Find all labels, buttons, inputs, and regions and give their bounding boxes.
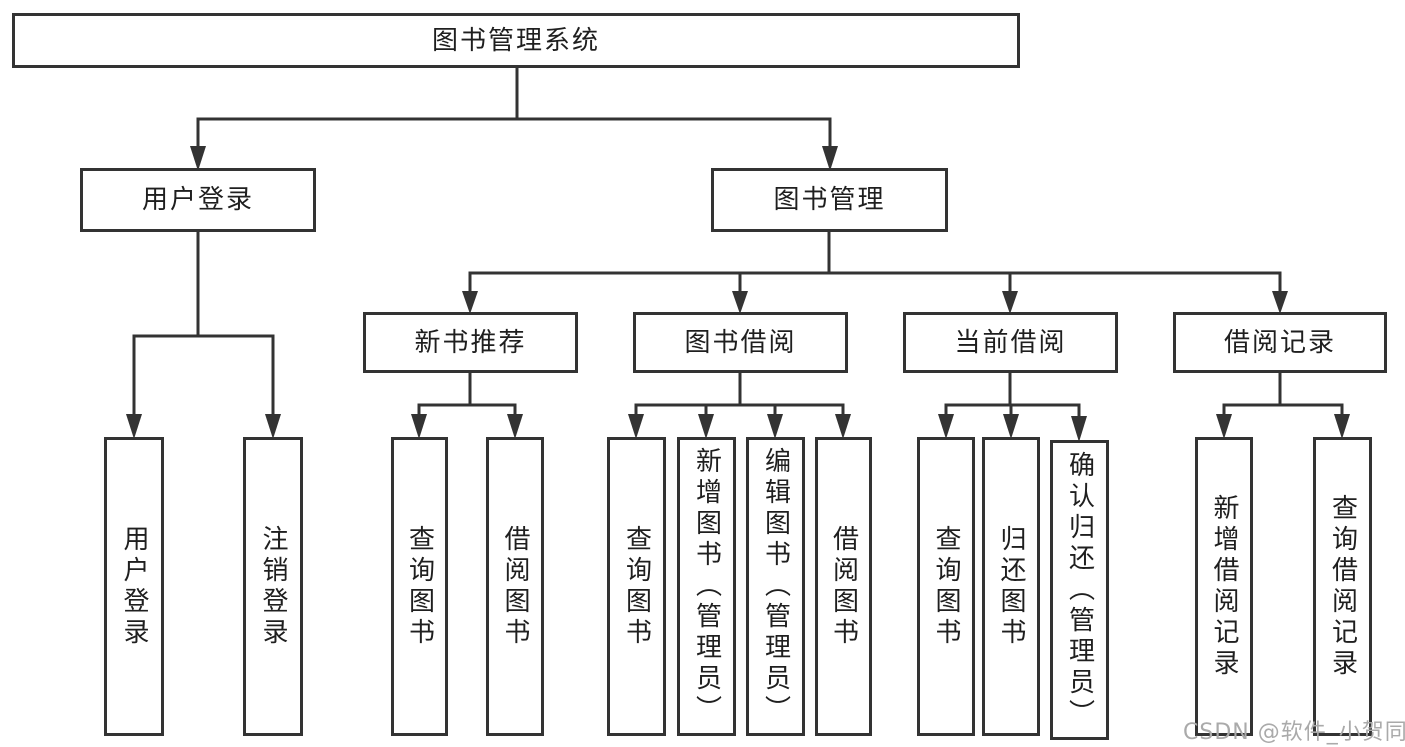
node-label: 新书推荐: [414, 327, 527, 358]
leaf-query-books-recommend: 查询图书: [391, 437, 448, 736]
arrowhead: [1071, 416, 1087, 442]
node-label: 编辑图书（管理员）: [760, 447, 791, 726]
connector-borrow-record-to-leaves: [1216, 373, 1350, 439]
leaf-query-borrow-record: 查询借阅记录: [1313, 437, 1372, 736]
leaf-logout: 注销登录: [243, 437, 303, 736]
connector-line: [132, 334, 275, 416]
connector-line: [196, 117, 832, 150]
arrowhead: [126, 414, 142, 439]
arrowhead: [1334, 414, 1350, 439]
arrowhead: [265, 414, 281, 439]
arrowhead: [507, 414, 523, 439]
arrowhead: [938, 414, 954, 439]
arrowhead: [732, 291, 748, 314]
leaf-user-login: 用户登录: [104, 437, 164, 736]
leaf-query-books-current: 查询图书: [917, 437, 975, 736]
csdn-watermark: CSDN @软件_小贺同学: [1183, 720, 1405, 745]
node-current-borrowing: 当前借阅: [903, 312, 1118, 373]
arrowhead: [698, 414, 714, 439]
node-library-management-system: 图书管理系统: [12, 13, 1020, 68]
node-user-login: 用户登录: [80, 168, 316, 232]
connector-book-borrow-to-leaves: [628, 373, 851, 439]
node-label: 查询图书: [404, 524, 435, 649]
leaf-confirm-return-admin: 确认归还（管理员）: [1050, 440, 1109, 740]
node-label: 图书管理: [773, 185, 886, 215]
arrowhead: [190, 146, 206, 171]
connector-line: [468, 271, 1282, 294]
leaf-add-borrow-record: 新增借阅记录: [1195, 437, 1253, 736]
node-book-borrowing: 图书借阅: [633, 312, 848, 373]
node-book-management: 图书管理: [711, 168, 948, 232]
node-borrowing-records: 借阅记录: [1173, 312, 1387, 373]
node-label: 确认归还（管理员）: [1064, 450, 1095, 730]
leaf-borrow-books: 借阅图书: [815, 437, 872, 736]
node-label: 新增借阅记录: [1209, 493, 1239, 680]
node-label: 查询图书: [621, 524, 652, 649]
arrowhead: [1216, 414, 1232, 439]
arrowhead: [822, 146, 838, 171]
connector-root-to-level2: [190, 68, 838, 171]
connector-user-login-to-leaves: [126, 232, 281, 439]
leaf-edit-book-admin: 编辑图书（管理员）: [746, 437, 805, 736]
connector-book-management-to-level3: [462, 232, 1288, 314]
arrowhead: [767, 414, 783, 439]
node-label: 借阅图书: [500, 524, 530, 649]
node-label: 图书管理系统: [431, 25, 600, 56]
node-new-book-recommendation: 新书推荐: [363, 312, 578, 373]
node-label: 归还图书: [996, 524, 1026, 649]
arrowhead: [1003, 414, 1019, 439]
connector-line: [417, 403, 517, 416]
arrowhead: [628, 414, 644, 439]
connector-new-book-to-leaves: [411, 373, 523, 439]
node-label: 用户登录: [119, 524, 149, 649]
arrowhead: [411, 414, 427, 439]
connector-line: [1222, 403, 1344, 416]
leaf-borrow-books-recommend: 借阅图书: [486, 437, 544, 736]
node-label: 借阅图书: [828, 524, 859, 649]
node-label: 新增图书（管理员）: [691, 447, 722, 726]
arrowhead: [462, 291, 478, 314]
leaf-add-book-admin: 新增图书（管理员）: [677, 437, 736, 736]
connector-line: [634, 403, 845, 416]
arrowhead: [1002, 291, 1018, 314]
node-label: 注销登录: [258, 524, 288, 649]
node-label: 用户登录: [141, 185, 254, 215]
arrowhead: [835, 414, 851, 439]
node-label: 查询借阅记录: [1327, 493, 1358, 680]
node-label: 当前借阅: [954, 327, 1067, 358]
node-label: 借阅记录: [1223, 327, 1336, 358]
leaf-query-books-borrow: 查询图书: [607, 437, 666, 736]
node-label: 图书借阅: [684, 327, 797, 358]
leaf-return-book: 归还图书: [982, 437, 1040, 736]
connector-current-borrow-to-leaves: [938, 373, 1087, 442]
node-label: 查询图书: [931, 524, 961, 649]
arrowhead: [1272, 291, 1288, 314]
